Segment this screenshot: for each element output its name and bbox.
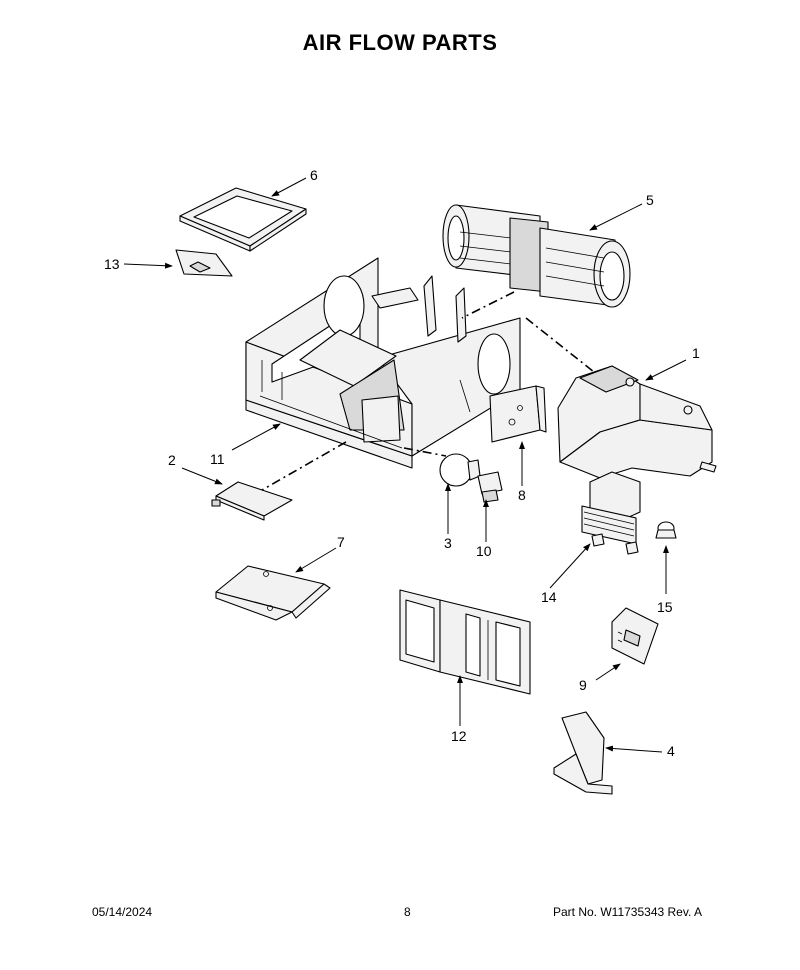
part-9-control-board: [611, 607, 659, 665]
page-title: AIR FLOW PARTS: [302, 30, 498, 55]
footer-page-number: 8: [404, 905, 411, 919]
callout-12: 12: [451, 728, 467, 744]
part-8-bracket: [489, 385, 547, 443]
callout-10: 10: [476, 543, 492, 559]
callout-8: 8: [518, 487, 526, 503]
callout-6: 6: [310, 167, 318, 183]
callout-15: 15: [657, 599, 673, 615]
callout-4: 4: [667, 743, 675, 759]
part-6-filter: [179, 187, 307, 252]
callout-5: 5: [646, 192, 654, 208]
part-11-air-duct-housing: [245, 257, 521, 469]
footer-date: 05/14/2024: [92, 905, 153, 919]
callout-2: 2: [168, 452, 176, 468]
part-13-plate: [175, 249, 233, 277]
part-4-air-deflector: [553, 711, 613, 795]
alignment-lines: [261, 291, 595, 491]
callout-1: 1: [692, 345, 700, 361]
part-3-lamp-bulb: [439, 453, 481, 487]
callout-9: 9: [579, 677, 587, 693]
part-10-lamp-socket: [477, 471, 503, 503]
part-7-tray: [215, 565, 331, 621]
callout-3: 3: [444, 535, 452, 551]
part-5-blower-motor: [442, 204, 631, 308]
part-1-duct: [557, 365, 717, 479]
leader-lines: [123, 177, 687, 753]
part-2-cover-plate: [211, 481, 293, 521]
part-14-transformer: [581, 471, 641, 555]
callout-11: 11: [210, 451, 225, 467]
part-12-panel: [399, 589, 531, 695]
part-15-thermostat: [655, 521, 677, 539]
callout-14: 14: [541, 589, 557, 605]
callout-13: 13: [104, 256, 120, 272]
callout-7: 7: [337, 534, 345, 550]
footer-part-number: Part No. W11735343 Rev. A: [553, 905, 702, 919]
